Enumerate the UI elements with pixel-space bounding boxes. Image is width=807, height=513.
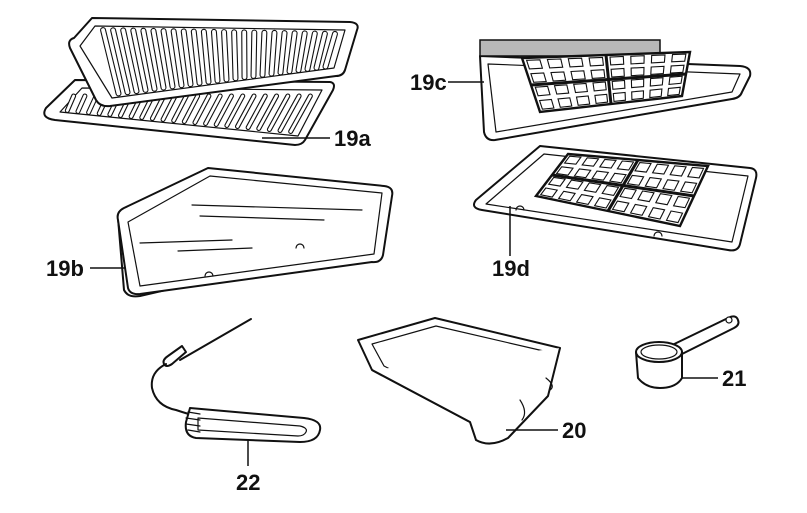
waffle-cell [672, 195, 691, 209]
waffle-cell [538, 98, 555, 110]
waffle-cell [534, 85, 551, 97]
label-19b: 19b [46, 256, 84, 281]
waffle-cell [686, 166, 705, 179]
waffle-cell [555, 166, 574, 176]
waffle-cell [570, 70, 586, 81]
probe-coil [185, 411, 201, 433]
label-19c: 19c [410, 70, 447, 95]
waffle-cell [629, 203, 648, 216]
label-19a: 19a [334, 126, 371, 151]
waffle-cell [644, 177, 663, 189]
waffle-cell [588, 56, 605, 67]
waffle-cell [608, 172, 627, 184]
waffle-cell [575, 95, 591, 106]
waffle-cell [590, 69, 606, 79]
waffle-cell [567, 57, 584, 68]
waffle-cell [654, 193, 673, 206]
meat-probe-22: 22 [150, 318, 322, 495]
label-21: 21 [722, 366, 746, 391]
waffle-cell [671, 53, 687, 63]
probe-needle [179, 318, 252, 361]
waffle-cell [665, 210, 684, 224]
waffle-cell [591, 170, 610, 181]
waffle-cell [650, 65, 665, 75]
waffle-cell [634, 162, 652, 173]
waffle-cell [669, 165, 687, 177]
waffle-cell [546, 58, 564, 69]
waffle-cell [592, 81, 607, 92]
measuring-cup-21: 21 [635, 315, 746, 391]
waffle-cell [647, 207, 666, 220]
waffle-cell [557, 97, 573, 108]
waffle-cell [539, 187, 559, 198]
waffle-cell [565, 179, 584, 190]
waffle-cell [553, 84, 570, 95]
drip-pan-20: 20 [357, 317, 586, 445]
waffle-cell [667, 86, 681, 97]
waffle-cell [557, 190, 577, 202]
waffle-cell [547, 176, 567, 187]
waffle-cell [668, 75, 683, 86]
label-19d: 19d [492, 256, 530, 281]
waffle-cell [609, 55, 625, 66]
waffle-cell [601, 185, 620, 197]
waffle-cell [573, 168, 592, 179]
waffle-cell [611, 200, 630, 213]
waffle-cell [651, 163, 670, 175]
waffle-cell [530, 72, 547, 83]
waffle-cell [598, 158, 617, 169]
waffle-cell [611, 79, 626, 90]
waffle-cell [594, 93, 609, 105]
waffle-cell [619, 187, 638, 200]
waffle-cell [583, 182, 602, 193]
grill-racks-19a: 19a [43, 17, 371, 151]
waffle-cell [610, 67, 625, 78]
waffle-cell [649, 77, 664, 87]
waffle-cell [650, 54, 666, 64]
label-20: 20 [562, 418, 586, 443]
grill-rack-upper [68, 17, 359, 108]
waffle-cell [679, 181, 698, 194]
waffle-plate-19c: 19c [410, 39, 752, 142]
waffle-cell [626, 174, 645, 186]
waffle-cell [616, 160, 635, 171]
waffle-cell [581, 157, 600, 167]
waffle-plate-19d: 19d [473, 145, 758, 281]
waffle-cell [550, 71, 567, 82]
waffle-cell [563, 155, 582, 165]
waffle-cell [631, 90, 645, 101]
waffle-cell [630, 55, 645, 65]
waffle-cell [612, 91, 626, 103]
waffle-cell [630, 66, 645, 77]
waffle-cell [525, 59, 544, 70]
label-22: 22 [236, 470, 260, 495]
waffle-cell [637, 190, 655, 203]
waffle-cell [662, 179, 680, 191]
waffle-cell [573, 82, 589, 94]
waffle-cell [575, 193, 594, 206]
waffle-cell [669, 64, 685, 74]
waffle-cell [593, 197, 612, 209]
waffle-cell [649, 88, 663, 99]
waffle-cell [630, 78, 645, 89]
flat-trays-19b: 19b [46, 167, 394, 298]
